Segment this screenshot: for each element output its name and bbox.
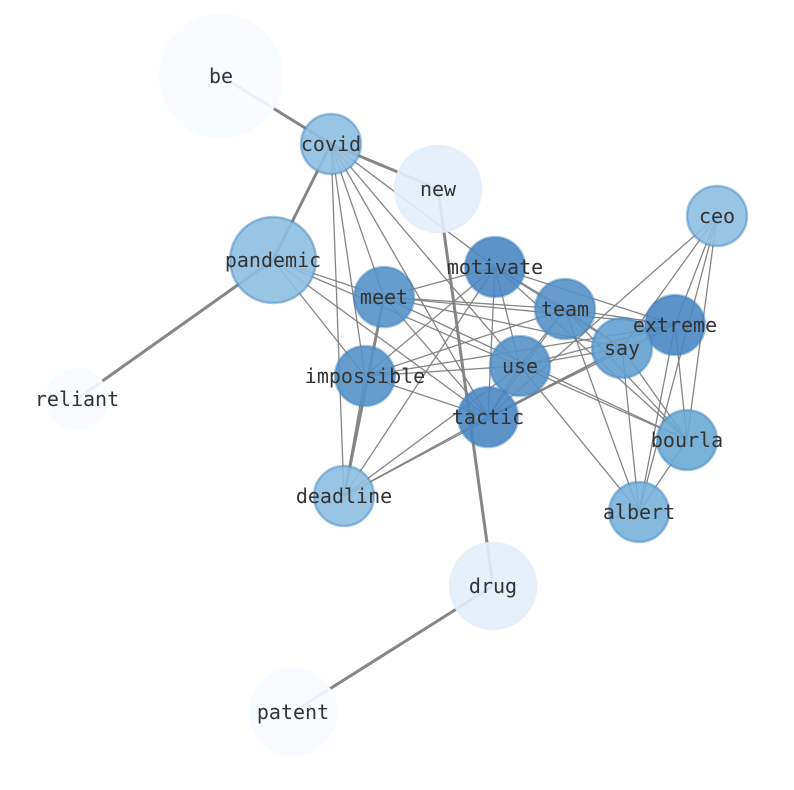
node-label-pandemic: pandemic <box>225 248 321 272</box>
edge-covid-impossible <box>330 143 366 377</box>
edge-pandemic-tactic <box>272 259 489 418</box>
node-be[interactable] <box>158 13 284 139</box>
node-label-reliant: reliant <box>35 387 119 411</box>
edge-team-albert <box>564 308 640 513</box>
node-impossible[interactable] <box>333 344 397 408</box>
node-label-team: team <box>541 297 589 321</box>
node-albert[interactable] <box>607 480 671 544</box>
node-pandemic[interactable] <box>228 215 318 305</box>
edge-extreme-albert <box>638 324 676 513</box>
node-label-extreme: extreme <box>633 313 717 337</box>
edge-ceo-albert <box>638 215 718 513</box>
node-label-covid: covid <box>301 132 361 156</box>
node-motivate[interactable] <box>463 235 527 299</box>
node-label-deadline: deadline <box>296 484 392 508</box>
edge-motivate-deadline <box>343 266 496 497</box>
edge-new-drug <box>436 188 495 587</box>
node-covid[interactable] <box>299 112 363 176</box>
node-label-meet: meet <box>360 285 408 309</box>
node-label-be: be <box>209 64 233 88</box>
node-team[interactable] <box>533 277 597 341</box>
node-deadline[interactable] <box>312 464 376 528</box>
node-ceo[interactable] <box>685 184 749 248</box>
node-patent[interactable] <box>248 667 338 757</box>
node-extreme[interactable] <box>643 293 707 357</box>
node-label-albert: albert <box>603 500 675 524</box>
node-say[interactable] <box>590 316 654 380</box>
node-tactic[interactable] <box>456 385 520 449</box>
node-label-tactic: tactic <box>452 405 524 429</box>
node-label-bourla: bourla <box>651 428 723 452</box>
node-label-drug: drug <box>469 574 517 598</box>
node-drug[interactable] <box>448 541 538 631</box>
node-label-patent: patent <box>257 700 329 724</box>
node-reliant[interactable] <box>45 367 109 431</box>
edge-use-albert <box>519 365 640 513</box>
node-new[interactable] <box>393 144 483 234</box>
edge-covid-deadline <box>330 143 345 497</box>
node-meet[interactable] <box>352 265 416 329</box>
node-label-say: say <box>604 336 640 360</box>
node-use[interactable] <box>488 334 552 398</box>
edge-team-impossible <box>364 308 566 377</box>
edge-meet-team <box>383 296 566 310</box>
node-label-new: new <box>420 177 457 201</box>
node-label-ceo: ceo <box>699 204 735 228</box>
node-label-motivate: motivate <box>447 255 543 279</box>
node-label-impossible: impossible <box>305 364 425 388</box>
edge-meet-say <box>383 296 623 349</box>
node-bourla[interactable] <box>655 408 719 472</box>
node-label-use: use <box>502 354 538 378</box>
edge-covid-use <box>330 143 521 367</box>
edge-use-bourla <box>519 365 688 441</box>
